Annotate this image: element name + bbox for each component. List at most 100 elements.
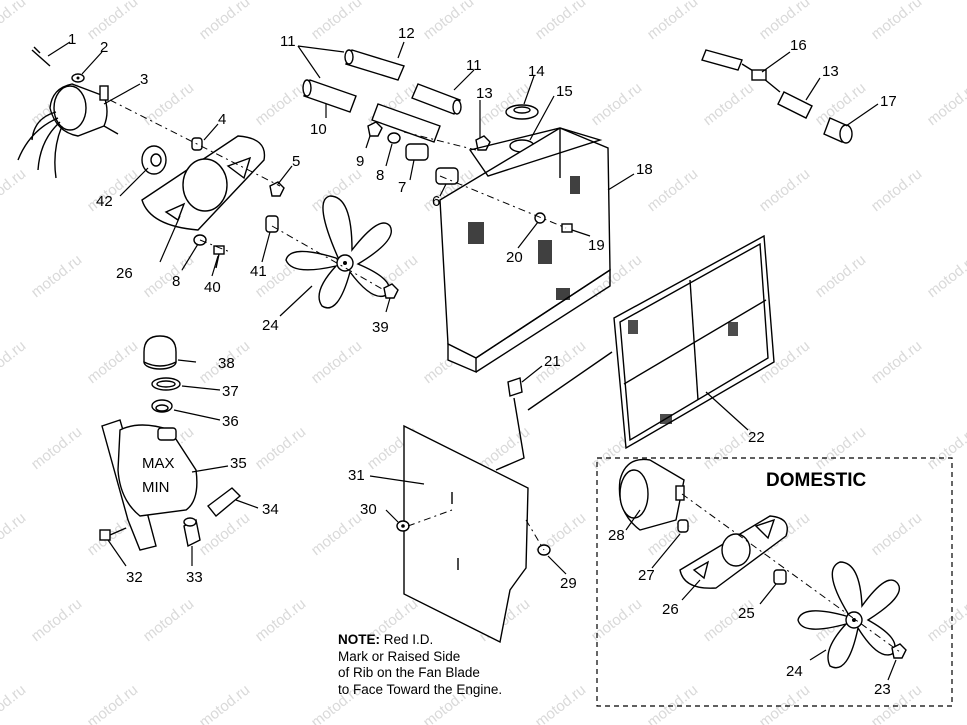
part-number-35: 35	[230, 455, 247, 472]
watermark-text: motod.ru	[0, 0, 29, 43]
part-number-34: 34	[262, 501, 279, 518]
part-panel-31	[403, 424, 529, 644]
part-number-11-left: 11	[280, 33, 296, 50]
part-number-21: 21	[544, 353, 561, 370]
watermark-text: motod.ru	[308, 337, 365, 387]
part-number-39: 39	[372, 319, 389, 336]
part-grommet-30	[396, 520, 410, 532]
part-number-26-domestic: 26	[662, 601, 679, 618]
tank-max-label: MAX	[142, 455, 175, 472]
part-number-33: 33	[186, 569, 203, 586]
watermark-text: motod.ru	[924, 423, 967, 473]
part-fitting-13-right	[777, 91, 813, 119]
part-sensor-17	[823, 117, 853, 144]
watermark-text: motod.ru	[420, 0, 477, 43]
part-screen-22	[613, 234, 775, 450]
leader-lines	[47, 41, 897, 681]
part-number-27: 27	[638, 567, 655, 584]
part-number-1: 1	[68, 31, 76, 48]
part-number-15: 15	[556, 83, 573, 100]
part-harness-16	[701, 49, 781, 93]
part-seal-37	[151, 377, 181, 391]
watermark-text: motod.ru	[0, 681, 29, 725]
part-number-2: 2	[100, 39, 108, 56]
part-number-42: 42	[96, 193, 113, 210]
watermark-text: motod.ru	[644, 681, 701, 725]
part-number-13-right: 13	[822, 63, 839, 80]
watermark-text: motod.ru	[308, 509, 365, 559]
part-hose-34	[207, 487, 242, 517]
part-number-29: 29	[560, 575, 577, 592]
part-washer-20	[534, 212, 546, 224]
part-hose-12	[344, 49, 405, 81]
part-washer-8-upper	[387, 132, 401, 144]
watermark-text: motod.ru	[924, 251, 967, 301]
part-number-4: 4	[218, 111, 226, 128]
part-coolant-tank-35: MAX MIN	[101, 419, 198, 551]
part-number-25: 25	[738, 605, 755, 622]
part-number-16: 16	[790, 37, 807, 54]
fan-blade-note: NOTE: Red I.D. Mark or Raised Side of Ri…	[338, 632, 502, 698]
part-number-38: 38	[218, 355, 235, 372]
part-radiator-18	[439, 127, 611, 374]
watermark-text: motod.ru	[644, 0, 701, 43]
part-number-41: 41	[250, 263, 267, 280]
note-line-4: to Face Toward the Engine.	[338, 681, 503, 697]
watermark-text: motod.ru	[0, 509, 29, 559]
part-number-40: 40	[204, 279, 221, 296]
part-hub-42	[141, 145, 167, 175]
watermark-text: motod.ru	[868, 509, 925, 559]
watermark-text: motod.ru	[0, 337, 29, 387]
part-washer-2	[71, 73, 85, 83]
part-number-23: 23	[874, 681, 891, 698]
watermark-text: motod.ru	[532, 681, 589, 725]
part-number-17: 17	[880, 93, 897, 110]
part-number-labels: 1 2 3 4 5 6 7 8 8 9 10 11 11 12 13 13 14…	[68, 25, 897, 698]
watermark-text: motod.ru	[28, 595, 85, 645]
part-motor-28	[618, 458, 685, 531]
watermark-text: motod.ru	[196, 681, 253, 725]
part-screw-19	[561, 223, 573, 233]
watermark-text: motod.ru	[924, 79, 967, 129]
part-number-32: 32	[126, 569, 143, 586]
part-number-18: 18	[636, 161, 653, 178]
watermark-text: motod.ru	[140, 595, 197, 645]
watermark-text: motod.ru	[868, 0, 925, 43]
note-text-1: Red I.D.	[383, 632, 434, 647]
part-number-37: 37	[222, 383, 239, 400]
part-number-24-left: 24	[262, 317, 279, 334]
part-screw-32	[99, 527, 127, 541]
watermark-text: motod.ru	[924, 595, 967, 645]
part-number-3: 3	[140, 71, 148, 88]
watermark-text: motod.ru	[252, 595, 309, 645]
watermark-text: motod.ru	[868, 337, 925, 387]
watermark-text: motod.ru	[252, 423, 309, 473]
part-number-28: 28	[608, 527, 625, 544]
watermark-text: motod.ru	[0, 165, 29, 215]
watermark-text: motod.ru	[84, 0, 141, 43]
watermark-text: motod.ru	[532, 0, 589, 43]
part-grommet-21	[507, 377, 523, 397]
watermark-text: motod.ru	[868, 165, 925, 215]
part-number-12: 12	[398, 25, 415, 42]
part-number-30: 30	[360, 501, 377, 518]
tank-min-label: MIN	[142, 479, 170, 496]
domestic-label: DOMESTIC	[766, 470, 867, 491]
part-hose-11	[411, 83, 462, 115]
watermark-text: motod.ru	[812, 79, 869, 129]
part-cap-38	[143, 335, 177, 370]
part-number-10: 10	[310, 121, 327, 138]
part-number-31: 31	[348, 467, 365, 484]
part-hose-10	[302, 79, 357, 113]
part-fitting-33	[183, 517, 201, 548]
part-number-24-domestic: 24	[786, 663, 803, 680]
watermark-text: motod.ru	[196, 0, 253, 43]
part-hose-6-7	[371, 103, 459, 185]
watermark-text: motod.ru	[756, 165, 813, 215]
watermark-text: motod.ru	[196, 509, 253, 559]
part-number-20: 20	[506, 249, 523, 266]
watermark-text: motod.ru	[84, 681, 141, 725]
watermark-text: motod.ru	[756, 681, 813, 725]
